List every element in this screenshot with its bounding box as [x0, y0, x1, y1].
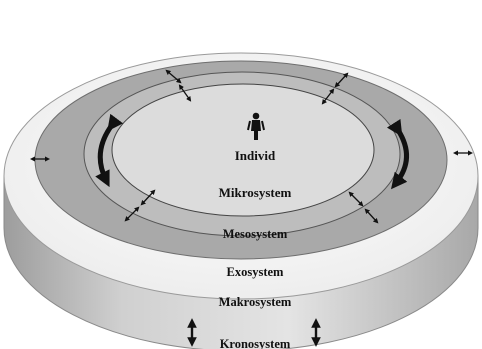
double-headed-arrow-icon: [140, 189, 156, 206]
double-headed-arrow-icon: [321, 88, 335, 105]
makrosystem-label: Makrosystem: [219, 295, 292, 309]
double-headed-arrow-icon: [165, 69, 182, 84]
double-headed-arrow-icon: [178, 84, 192, 102]
double-headed-arrow-icon: [348, 191, 364, 207]
curved-arrow-icon: [386, 118, 409, 190]
double-headed-arrow-icon: [364, 208, 379, 224]
curved-arrow-icon: [95, 113, 124, 188]
kronosystem-label: Kronosystem: [220, 337, 291, 349]
person-icon: [247, 112, 265, 140]
mikrosystem-label: Mikrosystem: [219, 185, 292, 200]
individ-label: Individ: [235, 148, 276, 163]
exosystem-label: Exosystem: [227, 265, 285, 279]
mesosystem-label: Mesosystem: [223, 227, 288, 241]
double-headed-arrow-icon: [334, 72, 349, 88]
double-headed-arrow-icon: [124, 206, 140, 222]
